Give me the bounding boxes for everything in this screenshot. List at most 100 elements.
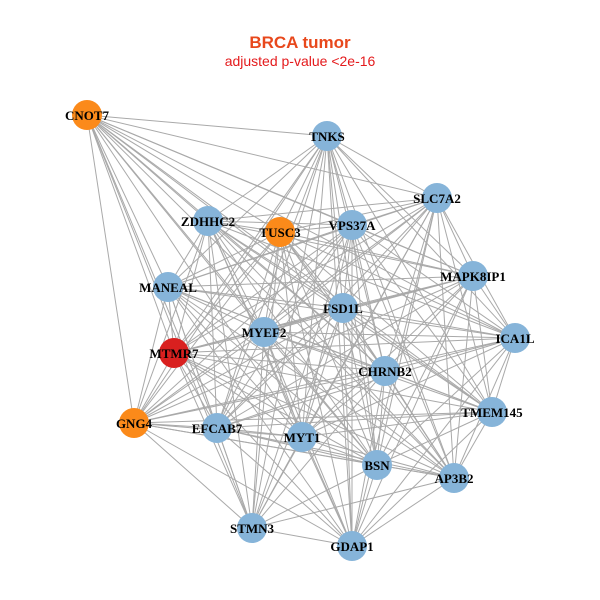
node-circle-chrnb2 — [370, 356, 400, 386]
edge-maneal-gng4 — [133, 286, 169, 424]
node-circle-cnot7 — [72, 100, 102, 130]
edge-myef2-gng4 — [133, 331, 265, 424]
node-fsd1l: FSD1L — [323, 293, 363, 323]
edge-tusc3-fsd1l — [279, 231, 344, 309]
edge-tnks-fsd1l — [326, 135, 344, 309]
node-circle-vps37a — [337, 210, 367, 240]
edge-maneal-myef2 — [167, 286, 265, 333]
node-slc7a2: SLC7A2 — [413, 183, 461, 213]
node-ap3b2: AP3B2 — [435, 463, 474, 493]
edge-vps37a-myt1 — [301, 224, 353, 438]
edge-fsd1l-gdap1 — [342, 307, 353, 547]
edge-myef2-efcab7 — [216, 331, 265, 429]
edge-mtmr7-bsn — [173, 352, 378, 466]
edge-fsd1l-myt1 — [301, 307, 344, 438]
figure-title: BRCA tumor — [249, 33, 351, 52]
node-maneal: MANEAL — [139, 272, 197, 302]
node-label-gdap1: GDAP1 — [330, 539, 373, 554]
edge-maneal-gdap1 — [167, 286, 353, 547]
edge-mapk8ip1-maneal — [167, 275, 474, 288]
edge-vps37a-myef2 — [263, 224, 353, 333]
edge-cnot7-ica1l — [86, 114, 516, 339]
edge-mapk8ip1-ap3b2 — [453, 275, 474, 479]
edge-slc7a2-chrnb2 — [384, 197, 438, 372]
node-label-efcab7: EFCAB7 — [192, 421, 243, 436]
edge-efcab7-gdap1 — [216, 427, 353, 547]
edge-maneal-myt1 — [167, 286, 303, 438]
edge-tnks-ica1l — [326, 135, 516, 339]
edge-ap3b2-gdap1 — [351, 477, 455, 547]
edge-cnot7-efcab7 — [86, 114, 218, 429]
figure-subtitle: adjusted p-value <2e-16 — [225, 53, 376, 69]
edge-cnot7-tnks — [86, 114, 328, 137]
node-myt1: MYT1 — [284, 422, 321, 452]
node-circle-tmem145 — [477, 397, 507, 427]
edge-mtmr7-chrnb2 — [173, 352, 386, 372]
edge-tusc3-tmem145 — [279, 231, 493, 413]
edge-fsd1l-efcab7 — [216, 307, 344, 429]
edge-vps37a-ica1l — [351, 224, 516, 339]
node-circle-tnks — [312, 121, 342, 151]
edge-myt1-gdap1 — [301, 436, 353, 547]
edge-ica1l-gdap1 — [351, 337, 516, 547]
edge-zdhhc2-mtmr7 — [173, 220, 209, 354]
edge-mapk8ip1-gdap1 — [351, 275, 474, 547]
node-label-vps37a: VPS37A — [329, 218, 377, 233]
edge-zdhhc2-ica1l — [207, 220, 516, 339]
edge-tnks-slc7a2 — [326, 135, 438, 199]
edge-cnot7-tmem145 — [86, 114, 493, 413]
edge-cnot7-bsn — [86, 114, 378, 466]
node-circle-efcab7 — [202, 413, 232, 443]
edge-tusc3-mapk8ip1 — [279, 231, 474, 277]
edge-tmem145-gng4 — [133, 411, 493, 424]
node-label-fsd1l: FSD1L — [323, 301, 363, 316]
node-circle-gdap1 — [337, 531, 367, 561]
edge-cnot7-tusc3 — [86, 114, 281, 233]
edge-myef2-stmn3 — [251, 331, 265, 529]
node-stmn3: STMN3 — [230, 513, 275, 543]
edge-bsn-stmn3 — [251, 464, 378, 529]
node-label-tmem145: TMEM145 — [461, 405, 523, 420]
edge-efcab7-ap3b2 — [216, 427, 455, 479]
node-circle-myef2 — [249, 317, 279, 347]
node-label-myt1: MYT1 — [284, 430, 321, 445]
edge-ica1l-chrnb2 — [384, 337, 516, 372]
edge-chrnb2-tmem145 — [384, 370, 493, 413]
node-circle-mapk8ip1 — [458, 261, 488, 291]
edge-maneal-bsn — [167, 286, 378, 466]
edge-slc7a2-zdhhc2 — [207, 197, 438, 222]
edge-mapk8ip1-gng4 — [133, 275, 474, 424]
edge-myef2-ap3b2 — [263, 331, 455, 479]
edge-mtmr7-myt1 — [173, 352, 303, 438]
node-label-myef2: MYEF2 — [242, 325, 287, 340]
edge-zdhhc2-fsd1l — [207, 220, 344, 309]
node-circle-fsd1l — [328, 293, 358, 323]
edge-myef2-myt1 — [263, 331, 303, 438]
edge-mtmr7-ap3b2 — [173, 352, 455, 479]
node-mtmr7: MTMR7 — [149, 338, 199, 368]
edge-fsd1l-gng4 — [133, 307, 344, 424]
node-tmem145: TMEM145 — [461, 397, 523, 427]
edge-myef2-chrnb2 — [263, 331, 386, 372]
edge-tusc3-mtmr7 — [173, 231, 281, 354]
edge-zdhhc2-bsn — [207, 220, 378, 466]
node-label-chrnb2: CHRNB2 — [358, 364, 411, 379]
edge-efcab7-stmn3 — [216, 427, 253, 529]
node-label-mapk8ip1: MAPK8IP1 — [440, 269, 506, 284]
edge-fsd1l-ica1l — [342, 307, 516, 339]
edge-chrnb2-gng4 — [133, 370, 386, 424]
node-label-maneal: MANEAL — [139, 280, 197, 295]
edge-vps37a-gng4 — [133, 224, 353, 424]
edge-zdhhc2-mapk8ip1 — [207, 220, 474, 277]
node-circle-bsn — [362, 450, 392, 480]
edge-zdhhc2-gdap1 — [207, 220, 353, 547]
edge-chrnb2-myt1 — [301, 370, 386, 438]
node-tnks: TNKS — [309, 121, 345, 151]
edge-cnot7-gng4 — [86, 114, 135, 424]
node-circle-zdhhc2 — [193, 206, 223, 236]
node-label-slc7a2: SLC7A2 — [413, 191, 461, 206]
edge-slc7a2-mtmr7 — [173, 197, 438, 354]
node-zdhhc2: ZDHHC2 — [181, 206, 235, 236]
edge-ica1l-efcab7 — [216, 337, 516, 429]
